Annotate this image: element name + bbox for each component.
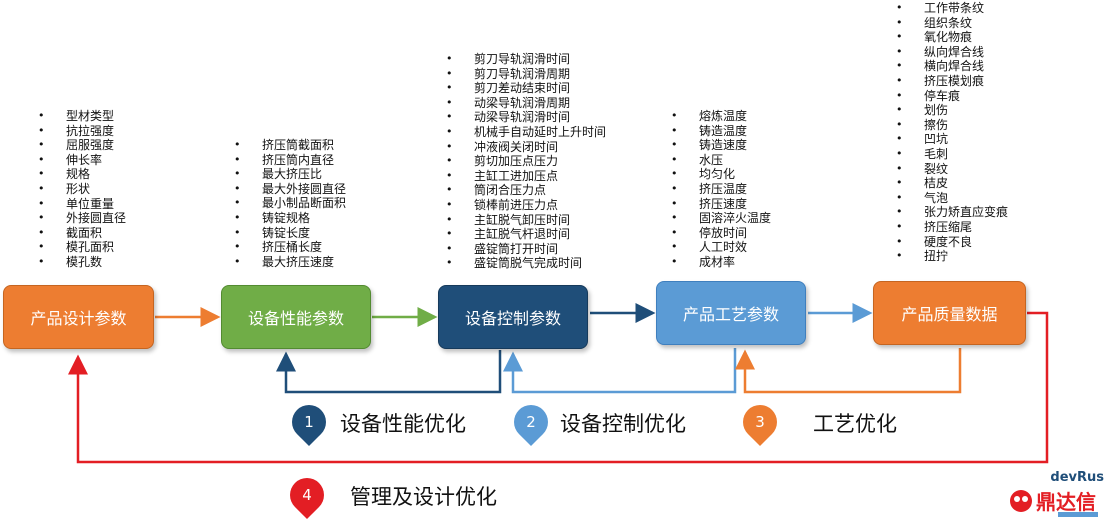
- product-quality-box: 产品质量数据: [873, 281, 1026, 345]
- control-list-item: 剪刀导轨润滑时间: [446, 52, 606, 67]
- process-list-item: 成材率: [671, 255, 771, 270]
- control-list-item: 盛锭筒打开时间: [446, 242, 606, 257]
- design-list-item: 外接圆直径: [38, 211, 126, 226]
- equipment-list-item: 最大挤压速度: [234, 255, 346, 270]
- control-list-item: 剪刀差动结束时间: [446, 81, 606, 96]
- equipment-parameter-list: 挤压筒截面积挤压筒内直径最大挤压比最大外接圆直径最小制品断面积铸锭规格铸锭长度挤…: [234, 138, 346, 269]
- equipment-list-item: 挤压筒截面积: [234, 138, 346, 153]
- quality-list-item: 硬度不良: [896, 235, 1008, 250]
- feedback-loop-3: [735, 348, 962, 394]
- quality-list-item: 毛刺: [896, 147, 1008, 162]
- equipment-list-item: 最大挤压比: [234, 167, 346, 182]
- control-list-item: 主缸脱气卸压时间: [446, 213, 606, 228]
- quality-list-item: 张力矫直应变痕: [896, 205, 1008, 220]
- process-list-item: 停放时间: [671, 226, 771, 241]
- quality-list-item: 纵向焊合线: [896, 45, 1008, 60]
- design-list-item: 单位重量: [38, 197, 126, 212]
- quality-data-list: 工作带条纹组织条纹氧化物痕纵向焊合线横向焊合线挤压模划痕停车痕划伤擦伤凹坑毛刺裂…: [896, 1, 1008, 264]
- control-list-item: 冲液阀关闭时间: [446, 140, 606, 155]
- control-list-item: 主缸工进加压点: [446, 169, 606, 184]
- marker-1-icon: 1: [284, 397, 334, 447]
- design-list-item: 模孔数: [38, 255, 126, 270]
- optimization-label-2: 设备控制优化: [560, 412, 686, 436]
- marker-3-icon: 3: [735, 397, 785, 447]
- logo-main-text: 鼎达信: [1036, 490, 1096, 514]
- feedback-loop-1: [276, 350, 502, 394]
- control-parameter-list: 剪刀导轨润滑时间剪刀导轨润滑周期剪刀差动结束时间动梁导轨润滑周期动梁导轨润滑时间…: [446, 52, 606, 271]
- equipment-performance-box: 设备性能参数: [221, 285, 371, 349]
- design-list-item: 型材类型: [38, 109, 126, 124]
- logo-mark-icon: [1010, 490, 1032, 512]
- product-design-box: 产品设计参数: [3, 285, 154, 349]
- design-list-item: 规格: [38, 167, 126, 182]
- process-list-item: 铸造速度: [671, 138, 771, 153]
- feedback-loop-4: [68, 311, 1049, 464]
- process-list-item: 均匀化: [671, 167, 771, 182]
- feedback-loop-2: [503, 348, 737, 394]
- equipment-list-item: 铸锭长度: [234, 226, 346, 241]
- equipment-list-item: 铸锭规格: [234, 211, 346, 226]
- equipment-list-item: 挤压桶长度: [234, 240, 346, 255]
- process-list-item: 熔炼温度: [671, 109, 771, 124]
- control-list-item: 机械手自动延时上升时间: [446, 125, 606, 140]
- optimization-label-1: 设备性能优化: [340, 412, 466, 436]
- quality-list-item: 扭拧: [896, 249, 1008, 264]
- logo-top-text: devRus: [1050, 470, 1104, 485]
- control-list-item: 动梁导轨润滑周期: [446, 96, 606, 111]
- process-parameter-list: 熔炼温度铸造温度铸造速度水压均匀化挤压温度挤压速度固溶淬火温度停放时间人工时效成…: [671, 109, 771, 270]
- equipment-list-item: 挤压筒内直径: [234, 153, 346, 168]
- process-list-item: 水压: [671, 153, 771, 168]
- quality-list-item: 组织条纹: [896, 16, 1008, 31]
- quality-list-item: 工作带条纹: [896, 1, 1008, 16]
- quality-list-item: 氧化物痕: [896, 30, 1008, 45]
- equipment-list-item: 最小制品断面积: [234, 196, 346, 211]
- control-list-item: 盛锭筒脱气完成时间: [446, 256, 606, 271]
- process-list-item: 固溶淬火温度: [671, 211, 771, 226]
- control-list-item: 剪刀导轨润滑周期: [446, 67, 606, 82]
- marker-2-icon: 2: [506, 397, 556, 447]
- control-list-item: 主缸脱气杆退时间: [446, 227, 606, 242]
- quality-list-item: 挤压缩尾: [896, 220, 1008, 235]
- control-list-item: 剪切加压点压力: [446, 154, 606, 169]
- process-list-item: 人工时效: [671, 240, 771, 255]
- marker-4-icon: 4: [282, 470, 332, 520]
- company-logo: devRus 鼎达信: [1008, 470, 1108, 520]
- equipment-control-box: 设备控制参数: [438, 285, 588, 349]
- design-list-item: 模孔面积: [38, 240, 126, 255]
- design-list-item: 截面积: [38, 226, 126, 241]
- design-parameter-list: 型材类型抗拉强度屈服强度伸长率规格形状单位重量外接圆直径截面积模孔面积模孔数: [38, 109, 126, 270]
- optimization-label-4: 管理及设计优化: [350, 485, 497, 509]
- quality-list-item: 擦伤: [896, 118, 1008, 133]
- optimization-label-3: 工艺优化: [813, 412, 897, 436]
- process-list-item: 挤压温度: [671, 182, 771, 197]
- quality-list-item: 停车痕: [896, 89, 1008, 104]
- process-list-item: 铸造温度: [671, 124, 771, 139]
- design-list-item: 屈服强度: [38, 138, 126, 153]
- design-list-item: 形状: [38, 182, 126, 197]
- design-list-item: 抗拉强度: [38, 124, 126, 139]
- quality-list-item: 气泡: [896, 191, 1008, 206]
- product-process-box: 产品工艺参数: [656, 281, 806, 345]
- control-list-item: 筒闭合压力点: [446, 183, 606, 198]
- quality-list-item: 划伤: [896, 103, 1008, 118]
- logo-stripe: [1058, 512, 1098, 517]
- quality-list-item: 裂纹: [896, 162, 1008, 177]
- design-list-item: 伸长率: [38, 153, 126, 168]
- quality-list-item: 桔皮: [896, 176, 1008, 191]
- quality-list-item: 横向焊合线: [896, 59, 1008, 74]
- control-list-item: 锁棒前进压力点: [446, 198, 606, 213]
- equipment-list-item: 最大外接圆直径: [234, 182, 346, 197]
- quality-list-item: 凹坑: [896, 132, 1008, 147]
- process-list-item: 挤压速度: [671, 197, 771, 212]
- quality-list-item: 挤压模划痕: [896, 74, 1008, 89]
- control-list-item: 动梁导轨润滑时间: [446, 110, 606, 125]
